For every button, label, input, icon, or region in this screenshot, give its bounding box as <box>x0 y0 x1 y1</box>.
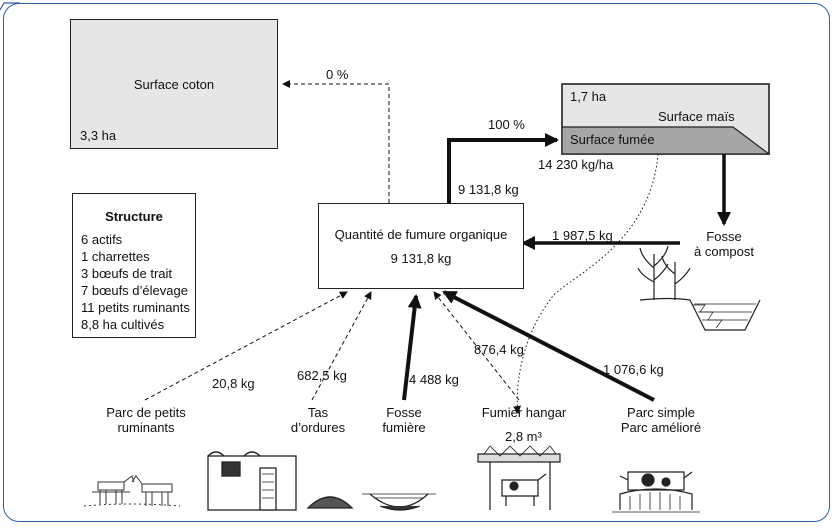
flow-parc-ruminants: 20,8 kg <box>212 376 255 391</box>
hangar-volume: 2,8 m³ <box>505 429 542 444</box>
surface-coton-box: Surface coton 3,3 ha <box>70 19 278 149</box>
compost-label: Fosse à compost <box>686 229 762 260</box>
surface-mais-title: Surface maïs <box>658 109 735 124</box>
arrow-fosse-fumiere <box>402 294 422 401</box>
flow-parc-simple: 1 076,6 kg <box>603 362 664 377</box>
arrow-to-coton <box>282 80 390 203</box>
source-tas-ordures-line2: d’ordures <box>290 419 346 435</box>
arrow-parc-ruminants <box>144 291 348 401</box>
mais-flow-percent: 100 % <box>488 117 525 132</box>
structure-item: 1 charrettes <box>81 249 150 264</box>
structure-box: Structure 6 actifs 1 charrettes 3 bœufs … <box>72 193 196 338</box>
source-fosse-fumiere: Fosse fumière <box>368 405 440 436</box>
flow-tas-ordures: 682,5 kg <box>297 368 347 383</box>
surface-coton-title: Surface coton <box>133 77 215 92</box>
flow-fosse-fumiere: 4 488 kg <box>409 372 459 387</box>
figure-frame <box>3 3 830 522</box>
compost-flow-label: 1 987,5 kg <box>552 228 613 243</box>
corral-illustration <box>612 471 700 513</box>
source-parc-ruminants-line1: Parc de petits <box>106 405 186 420</box>
surface-fumee-band <box>561 126 771 155</box>
source-fosse-fumiere-line2: fumière <box>382 419 426 435</box>
mais-flow-kg: 9 131,8 kg <box>458 182 519 197</box>
organic-manure-box: Quantité de fumure organique 9 131,8 kg <box>318 203 524 289</box>
shed-illustration <box>477 445 561 510</box>
structure-item: 11 petits ruminants <box>81 300 190 315</box>
compost-label-line1: Fosse <box>706 229 742 244</box>
source-tas-ordures: Tas d’ordures <box>276 405 360 436</box>
source-parc-simple: Parc simple Parc amélioré <box>606 405 716 436</box>
surface-mais-area: 1,7 ha <box>570 89 607 104</box>
corner-mark <box>0 2 20 11</box>
source-parc-ruminants-line2: ruminants <box>117 419 175 435</box>
source-parc-simple-line1: Parc simple <box>627 405 695 420</box>
arrow-parc-simple <box>442 290 655 402</box>
surface-fumee-label: Surface fumée <box>570 132 655 147</box>
source-fosse-fumiere-line1: Fosse <box>386 405 422 420</box>
manure-pit-illustration <box>362 493 436 511</box>
source-parc-ruminants: Parc de petits ruminants <box>88 405 204 436</box>
structure-item: 8,8 ha cultivés <box>81 317 165 332</box>
mais-manure-rate: 14 230 kg/ha <box>538 157 614 172</box>
organic-manure-title: Quantité de fumure organique <box>334 227 508 242</box>
coton-flow-percent: 0 % <box>326 67 349 82</box>
surface-coton-area: 3,3 ha <box>80 128 117 143</box>
goats-illustration <box>83 475 181 507</box>
structure-item: 6 actifs <box>81 232 123 247</box>
flow-fumier-hangar: 876,4 kg <box>474 342 524 357</box>
structure-title: Structure <box>105 209 163 224</box>
structure-item: 7 bœufs d’élevage <box>81 283 188 298</box>
arrow-fumier-hangar <box>433 291 520 401</box>
house-illustration <box>207 451 354 511</box>
source-parc-simple-line2: Parc amélioré <box>620 419 702 435</box>
source-fumier-hangar: Fumier hangar <box>468 405 580 421</box>
source-fumier-hangar-line1: Fumier hangar <box>481 405 567 420</box>
compost-label-line2: à compost <box>694 243 754 259</box>
arrow-to-mais <box>447 133 559 203</box>
structure-item: 3 bœufs de trait <box>81 266 173 281</box>
source-tas-ordures-line1: Tas <box>307 405 329 420</box>
compost-pit-illustration <box>637 245 761 331</box>
organic-manure-value: 9 131,8 kg <box>390 251 452 266</box>
